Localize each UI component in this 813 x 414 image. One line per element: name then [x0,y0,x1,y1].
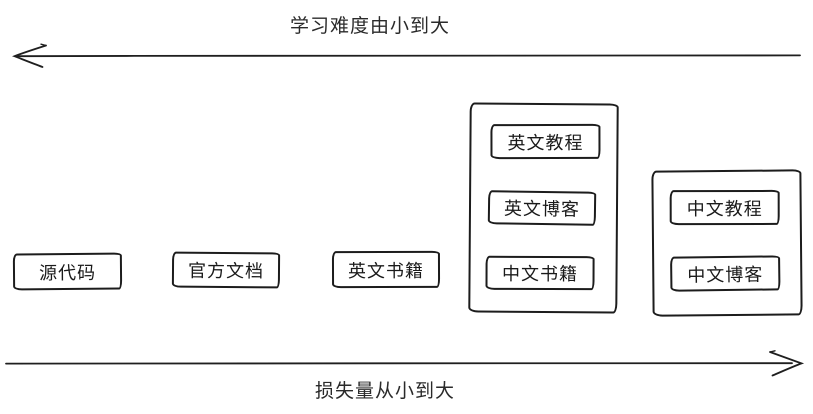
box-official-docs: 官方文档 [171,251,281,289]
box-source-code: 源代码 [12,252,123,291]
group-english-resources: 英文教程 英文博客 中文书籍 [468,102,619,314]
box-english-books: 英文书籍 [331,250,441,289]
box-chinese-books: 中文书籍 [485,255,595,291]
loss-axis-label: 损失量从小到大 [314,381,455,402]
group-chinese-resources: 中文教程 中文博客 [651,169,803,317]
box-chinese-blogs-label: 中文博客 [687,264,764,285]
loss-axis-arrow-right-icon [5,350,805,377]
box-chinese-tutorials: 中文教程 [669,189,780,226]
box-source-code-label: 源代码 [38,262,97,283]
box-chinese-tutorials-label: 中文教程 [686,198,763,219]
difficulty-axis-arrow-left-icon [12,43,801,68]
box-english-books-label: 英文书籍 [347,260,425,281]
box-english-tutorials-label: 英文教程 [507,132,584,153]
box-english-blogs: 英文博客 [487,190,597,226]
box-chinese-books-label: 中文书籍 [502,263,579,285]
box-english-tutorials: 英文教程 [490,123,601,160]
difficulty-axis-label: 学习难度由小到大 [289,16,450,37]
box-official-docs-label: 官方文档 [187,260,265,282]
box-english-blogs-label: 英文博客 [503,198,581,220]
box-chinese-blogs: 中文博客 [670,255,781,292]
